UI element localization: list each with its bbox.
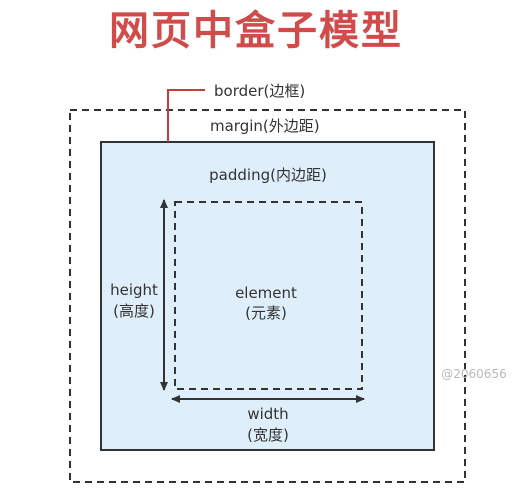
border-label: border(边框) [214, 82, 305, 100]
height-label-cn: (高度) [113, 302, 155, 320]
height-label: height [110, 281, 158, 299]
width-label-cn: (宽度) [247, 426, 289, 444]
margin-boundary [69, 109, 466, 483]
page-title: 网页中盒子模型 [109, 8, 403, 54]
watermark-text: @2060656 [441, 367, 506, 381]
element-label-cn: (元素) [245, 304, 287, 322]
margin-label: margin(外边距) [210, 117, 320, 135]
element-boundary [174, 201, 363, 390]
element-label: element [235, 284, 297, 302]
padding-label: padding(内边距) [209, 166, 327, 184]
width-label: width [247, 405, 288, 423]
border-callout-line [167, 89, 205, 142]
